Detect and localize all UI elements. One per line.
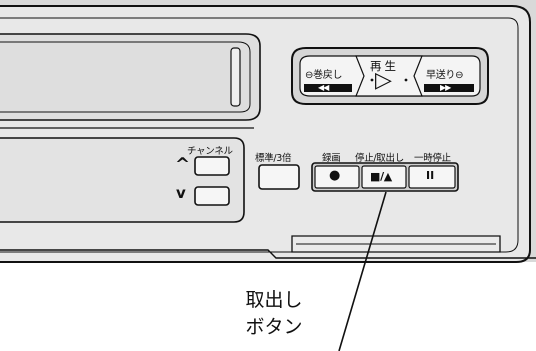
fast-forward-label: 早送り⊖ <box>426 70 464 81</box>
channel-down-button[interactable] <box>195 187 229 205</box>
eject-button-callout: 取出し ボタン <box>238 287 310 341</box>
rewind-label: ⊖巻戻し <box>305 70 343 81</box>
channel-label: チャンネル <box>187 146 233 157</box>
play-button[interactable]: ▷ <box>375 68 392 93</box>
channel-up-button[interactable] <box>195 157 229 175</box>
stop-eject-label: 停止/取出し <box>355 153 404 164</box>
play-label: 再 生 <box>370 59 396 73</box>
fast-forward-button[interactable]: ▶▶ <box>440 83 451 92</box>
record-label: 録画 <box>322 153 341 164</box>
stop-eject-button[interactable]: ■/▲ <box>370 170 392 183</box>
callout-line-2: ボタン <box>245 316 303 338</box>
rewind-button[interactable]: ◀◀ <box>318 83 329 92</box>
mode-label: 標準/3倍 <box>255 153 292 164</box>
channel-up-arrow: ^ <box>175 154 190 175</box>
record-button[interactable]: ● <box>329 168 341 183</box>
channel-down-arrow: v <box>176 184 186 202</box>
mode-button[interactable] <box>259 165 299 189</box>
pause-button[interactable]: II <box>426 169 435 182</box>
callout-line-1: 取出し <box>245 289 303 311</box>
pause-label: 一時停止 <box>414 153 451 164</box>
